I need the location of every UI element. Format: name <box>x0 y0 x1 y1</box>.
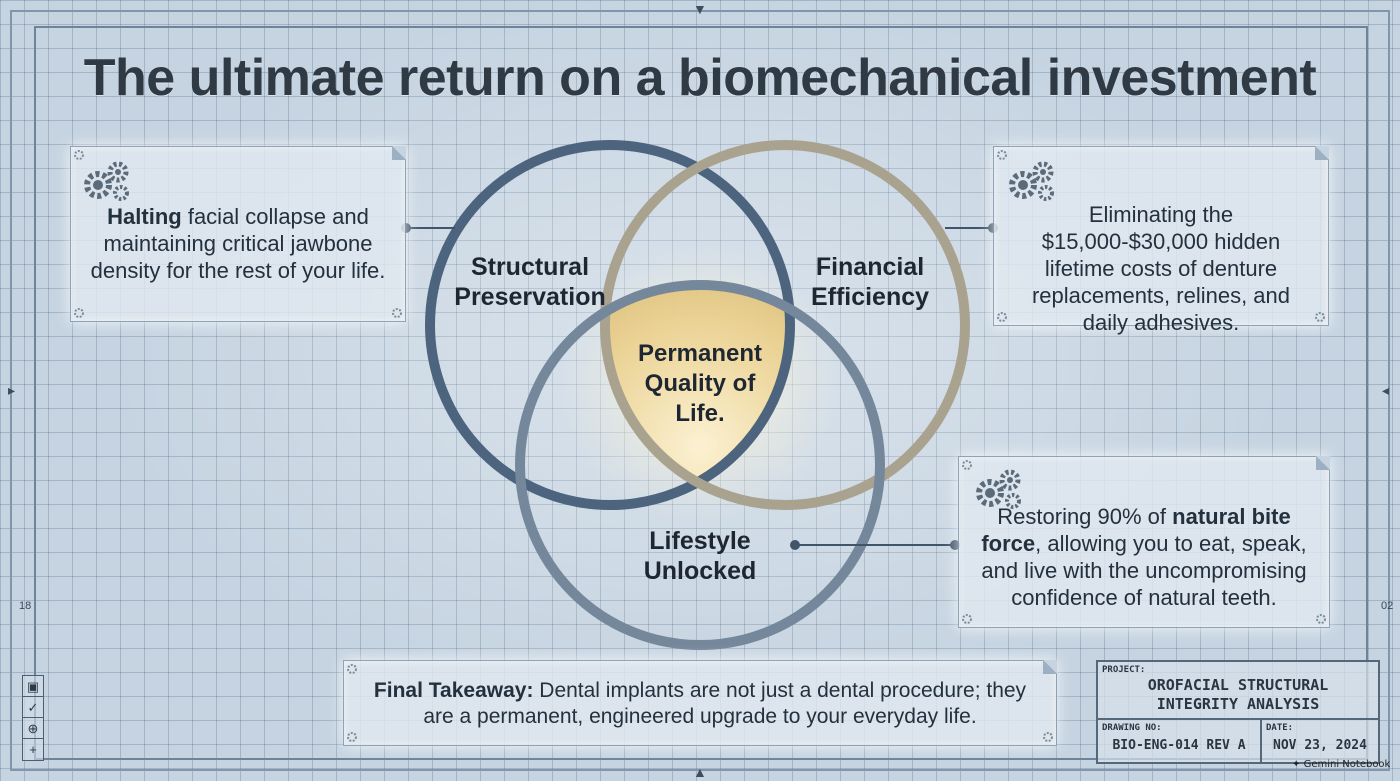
plus-icon: + <box>29 742 37 757</box>
title-block-date: DATE: NOV 23, 2024 <box>1262 720 1378 762</box>
card-takeaway-body: Dental implants are not just a dental pr… <box>423 679 1027 728</box>
mini-gear-icon <box>962 460 972 470</box>
card-structural-text: Halting facial collapse and maintaining … <box>71 203 405 284</box>
mini-gear-icon <box>74 308 84 318</box>
mini-gear-icon <box>997 312 1007 322</box>
frame-icon: ▣ <box>23 676 43 697</box>
card-lifestyle-bold: natural bite force <box>981 504 1291 556</box>
card-financial: Eliminating the $15,000-$30,000 hidden l… <box>993 146 1329 335</box>
card-lifestyle-pre: Restoring 90% of <box>997 504 1173 529</box>
right-tick-arrow: ◂ <box>1382 382 1390 398</box>
card-lifestyle: Restoring 90% of natural bite force, all… <box>958 456 1330 628</box>
label-lifestyle-line1: Lifestyle <box>649 527 751 555</box>
label-structural-line1: Structural <box>470 253 590 281</box>
connector-dot-lifestyle-end <box>950 540 960 550</box>
date-label: DATE: <box>1266 723 1294 733</box>
circle-structural <box>425 140 795 510</box>
card-lifestyle-text: Restoring 90% of natural bite force, all… <box>959 503 1329 611</box>
gears-icon <box>1009 161 1054 201</box>
drawing-value: BIO-ENG-014 REV A <box>1112 738 1246 753</box>
gears-icon <box>84 161 129 201</box>
mini-gear-icon <box>347 732 357 742</box>
label-financial-line2: Efficiency <box>810 283 930 311</box>
watermark-badge: ✦ Gemini Notebook <box>1292 759 1390 770</box>
left-side-number: 18 <box>19 600 32 612</box>
title-block-project: PROJECT: OROFACIAL STRUCTURAL INTEGRITY … <box>1098 662 1378 720</box>
left-tick-arrow: ▸ <box>8 382 16 398</box>
card-financial-text: Eliminating the $15,000-$30,000 hidden l… <box>1031 202 1291 335</box>
project-value: OROFACIAL STRUCTURAL INTEGRITY ANALYSIS <box>1098 676 1378 714</box>
spark-icon: ✦ <box>1292 759 1301 770</box>
drawing-label: DRAWING NO: <box>1102 723 1162 733</box>
mini-gear-icon <box>1043 732 1053 742</box>
mini-gear-icon <box>392 308 402 318</box>
label-center-quality-of-life: Permanent Quality of Life. <box>610 339 790 429</box>
mini-gear-icon <box>997 150 1007 160</box>
mini-gear-icon <box>1316 614 1326 624</box>
label-structural-preservation: Structural Preservation <box>440 252 620 312</box>
check-icon: ✓ <box>23 697 43 718</box>
page-title: The ultimate return on a biomechanical i… <box>83 49 1317 107</box>
mini-gear-icon <box>1315 312 1325 322</box>
project-label: PROJECT: <box>1102 665 1146 675</box>
title-block-drawing: DRAWING NO: BIO-ENG-014 REV A <box>1098 720 1262 762</box>
top-tick-arrow: ▼ <box>693 1 707 17</box>
right-side-number: 02 <box>1381 600 1394 612</box>
card-structural-body: facial collapse and maintaining critical… <box>90 204 386 283</box>
card-final-takeaway: Final Takeaway: Dental implants are not … <box>343 660 1057 746</box>
label-center-line2: Quality of <box>644 370 756 397</box>
crosshair-icon: ⊕ <box>23 718 43 739</box>
bottom-tick-arrow: ▲ <box>693 764 707 780</box>
watermark-text: Gemini Notebook <box>1303 759 1391 770</box>
date-value: NOV 23, 2024 <box>1273 738 1367 753</box>
connector-dot-lifestyle-start <box>790 540 800 550</box>
label-financial-line1: Financial <box>815 253 925 281</box>
mini-gear-icon <box>347 664 357 674</box>
left-toolbar: ▣ ✓ ⊕ + <box>22 675 44 761</box>
inner-frame <box>34 26 1368 760</box>
label-lifestyle-line2: Unlocked <box>643 557 757 585</box>
circle-financial <box>600 140 970 510</box>
label-structural-line2: Preservation <box>454 283 606 311</box>
card-structural: Halting facial collapse and maintaining … <box>70 146 406 322</box>
mini-gear-icon <box>74 150 84 160</box>
label-center-line1: Permanent <box>637 340 763 367</box>
project-value-line1: OROFACIAL STRUCTURAL <box>1147 676 1329 694</box>
card-lifestyle-post: , allowing you to eat, speak, and live w… <box>981 531 1307 610</box>
project-value-line2: INTEGRITY ANALYSIS <box>1156 695 1320 713</box>
card-structural-bold: Halting <box>107 204 182 229</box>
gears-icon <box>976 469 1021 509</box>
card-takeaway-bold: Final Takeaway: <box>373 679 534 702</box>
outer-frame <box>10 10 1390 771</box>
card-takeaway-text: Final Takeaway: Dental implants are not … <box>344 678 1056 730</box>
circle-lifestyle <box>515 280 885 650</box>
label-financial-efficiency: Financial Efficiency <box>780 252 960 312</box>
title-block: PROJECT: OROFACIAL STRUCTURAL INTEGRITY … <box>1096 660 1380 764</box>
mini-gear-icon <box>962 614 972 624</box>
label-center-line3: Life. <box>675 400 725 427</box>
label-lifestyle-unlocked: Lifestyle Unlocked <box>610 526 790 586</box>
